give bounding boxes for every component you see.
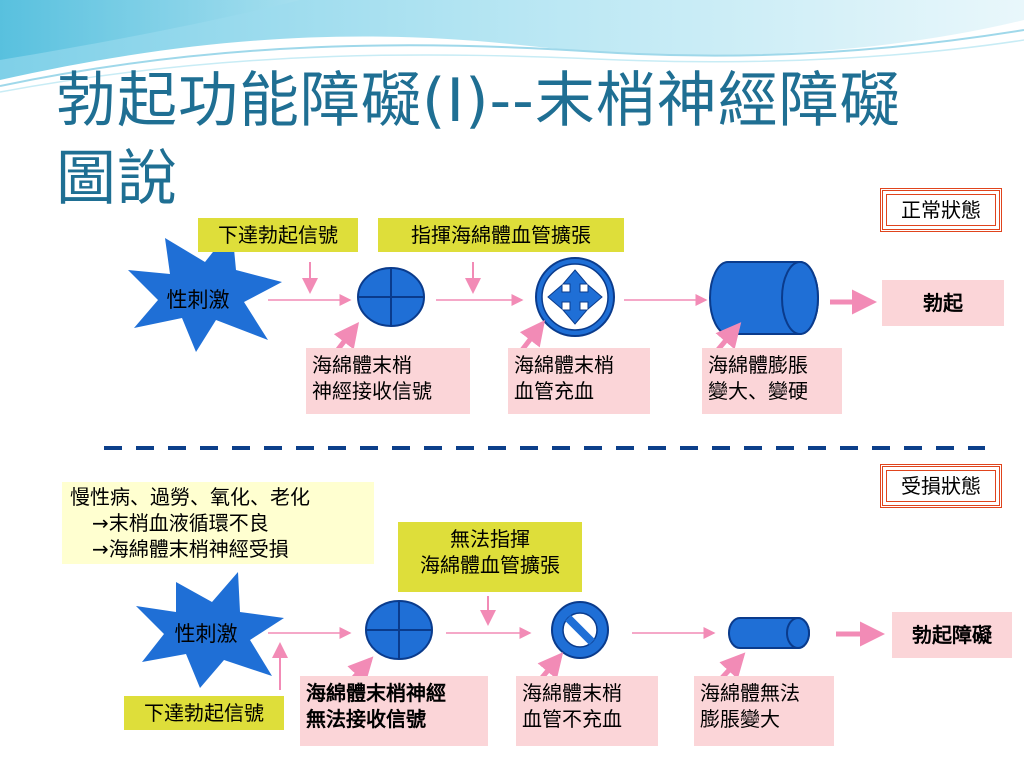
causes-line2: →末梢血液循環不良 — [92, 511, 269, 535]
impaired-step2-box: 海綿體末梢 血管不充血 — [516, 676, 658, 746]
step1-line2: 神經接收信號 — [312, 379, 432, 403]
starburst-icon — [136, 572, 284, 688]
causes-line3: →海綿體末梢神經受損 — [92, 537, 289, 561]
result-erection: 勃起 — [882, 280, 1004, 326]
impaired-step3-line2: 膨脹變大 — [700, 707, 780, 731]
cylinder-icon — [728, 617, 810, 649]
step3-box: 海綿體膨脹 變大、變硬 — [702, 348, 842, 414]
impaired-step2-line2: 血管不充血 — [522, 707, 622, 731]
command-impaired-line1: 無法指揮 — [450, 527, 530, 551]
step2-box: 海綿體末梢 血管充血 — [508, 348, 650, 414]
circle-cross-icon — [365, 600, 433, 660]
signal-label-impaired: 下達勃起信號 — [124, 696, 284, 730]
impaired-step3-line1: 海綿體無法 — [700, 681, 800, 705]
step2-line1: 海綿體末梢 — [514, 353, 614, 377]
causes-line1: 慢性病、過勞、氧化、老化 — [70, 485, 310, 509]
step1-line1: 海綿體末梢 — [312, 353, 412, 377]
stimulus-label-impaired: 性刺激 — [174, 622, 238, 646]
command-label: 指揮海綿體血管擴張 — [378, 218, 624, 252]
state-label-normal: 正常狀態 — [880, 188, 1002, 232]
command-label-impaired: 無法指揮 海綿體血管擴張 — [398, 522, 582, 592]
impaired-step1-box: 海綿體末梢神經 無法接收信號 — [300, 676, 488, 746]
step3-line1: 海綿體膨脹 — [708, 353, 808, 377]
stimulus-label: 性刺激 — [166, 288, 230, 312]
state-label-impaired-text: 受損狀態 — [886, 470, 996, 502]
cylinder-icon — [709, 261, 819, 335]
no-symbol-icon — [551, 601, 609, 659]
state-label-impaired: 受損狀態 — [880, 464, 1002, 508]
impaired-step1-line1: 海綿體末梢神經 — [306, 681, 446, 705]
circle-cross-icon — [357, 267, 425, 327]
state-label-normal-text: 正常狀態 — [886, 194, 996, 226]
impaired-step2-line1: 海綿體末梢 — [522, 681, 622, 705]
impaired-step3-box: 海綿體無法 膨脹變大 — [694, 676, 834, 746]
step2-line2: 血管充血 — [514, 379, 594, 403]
step3-line2: 變大、變硬 — [708, 379, 808, 403]
causes-box: 慢性病、過勞、氧化、老化 →末梢血液循環不良 →海綿體末梢神經受損 — [62, 482, 374, 564]
signal-label: 下達勃起信號 — [198, 218, 358, 252]
starburst-icon — [128, 228, 282, 352]
command-impaired-line2: 海綿體血管擴張 — [420, 553, 560, 577]
step1-box: 海綿體末梢 神經接收信號 — [306, 348, 470, 414]
result-dysfunction: 勃起障礙 — [892, 612, 1012, 658]
page-title: 勃起功能障礙(I)--末梢神經障礙圖說 — [56, 66, 901, 214]
impaired-step1-line2: 無法接收信號 — [306, 707, 426, 731]
four-way-arrow-icon — [535, 257, 615, 337]
